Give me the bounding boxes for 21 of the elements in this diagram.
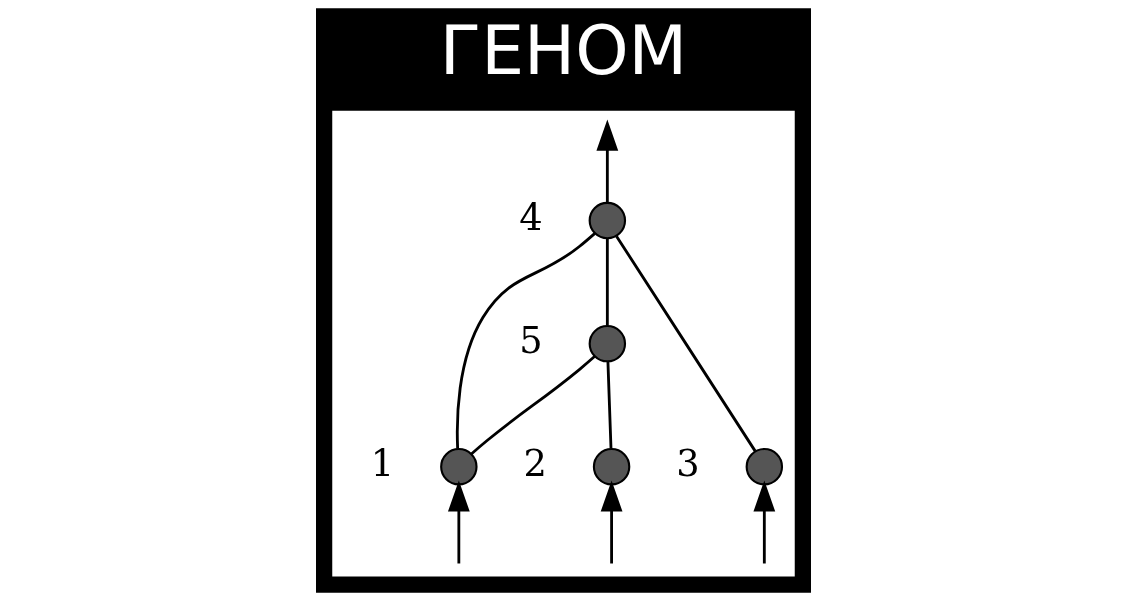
node-circle: [588, 324, 627, 363]
connector: [606, 361, 613, 449]
node-circle: [745, 447, 784, 486]
node-label: 3: [676, 441, 700, 485]
arrow: [600, 480, 623, 564]
node-circle: [440, 447, 478, 486]
connector: [615, 235, 757, 452]
node-label: 5: [519, 318, 543, 362]
arrow: [447, 480, 470, 564]
arrow: [596, 119, 619, 203]
node-label: 1: [370, 441, 395, 485]
node-label: 2: [523, 441, 547, 485]
connector: [605, 238, 609, 326]
connector: [470, 355, 596, 456]
node-label: 4: [519, 195, 543, 239]
diagram-title: ГЕНОМ: [439, 10, 688, 90]
arrow: [753, 480, 776, 564]
node-circle: [592, 447, 631, 486]
node-circle: [588, 201, 627, 240]
connector: [455, 232, 596, 449]
cluster: [332, 110, 795, 577]
